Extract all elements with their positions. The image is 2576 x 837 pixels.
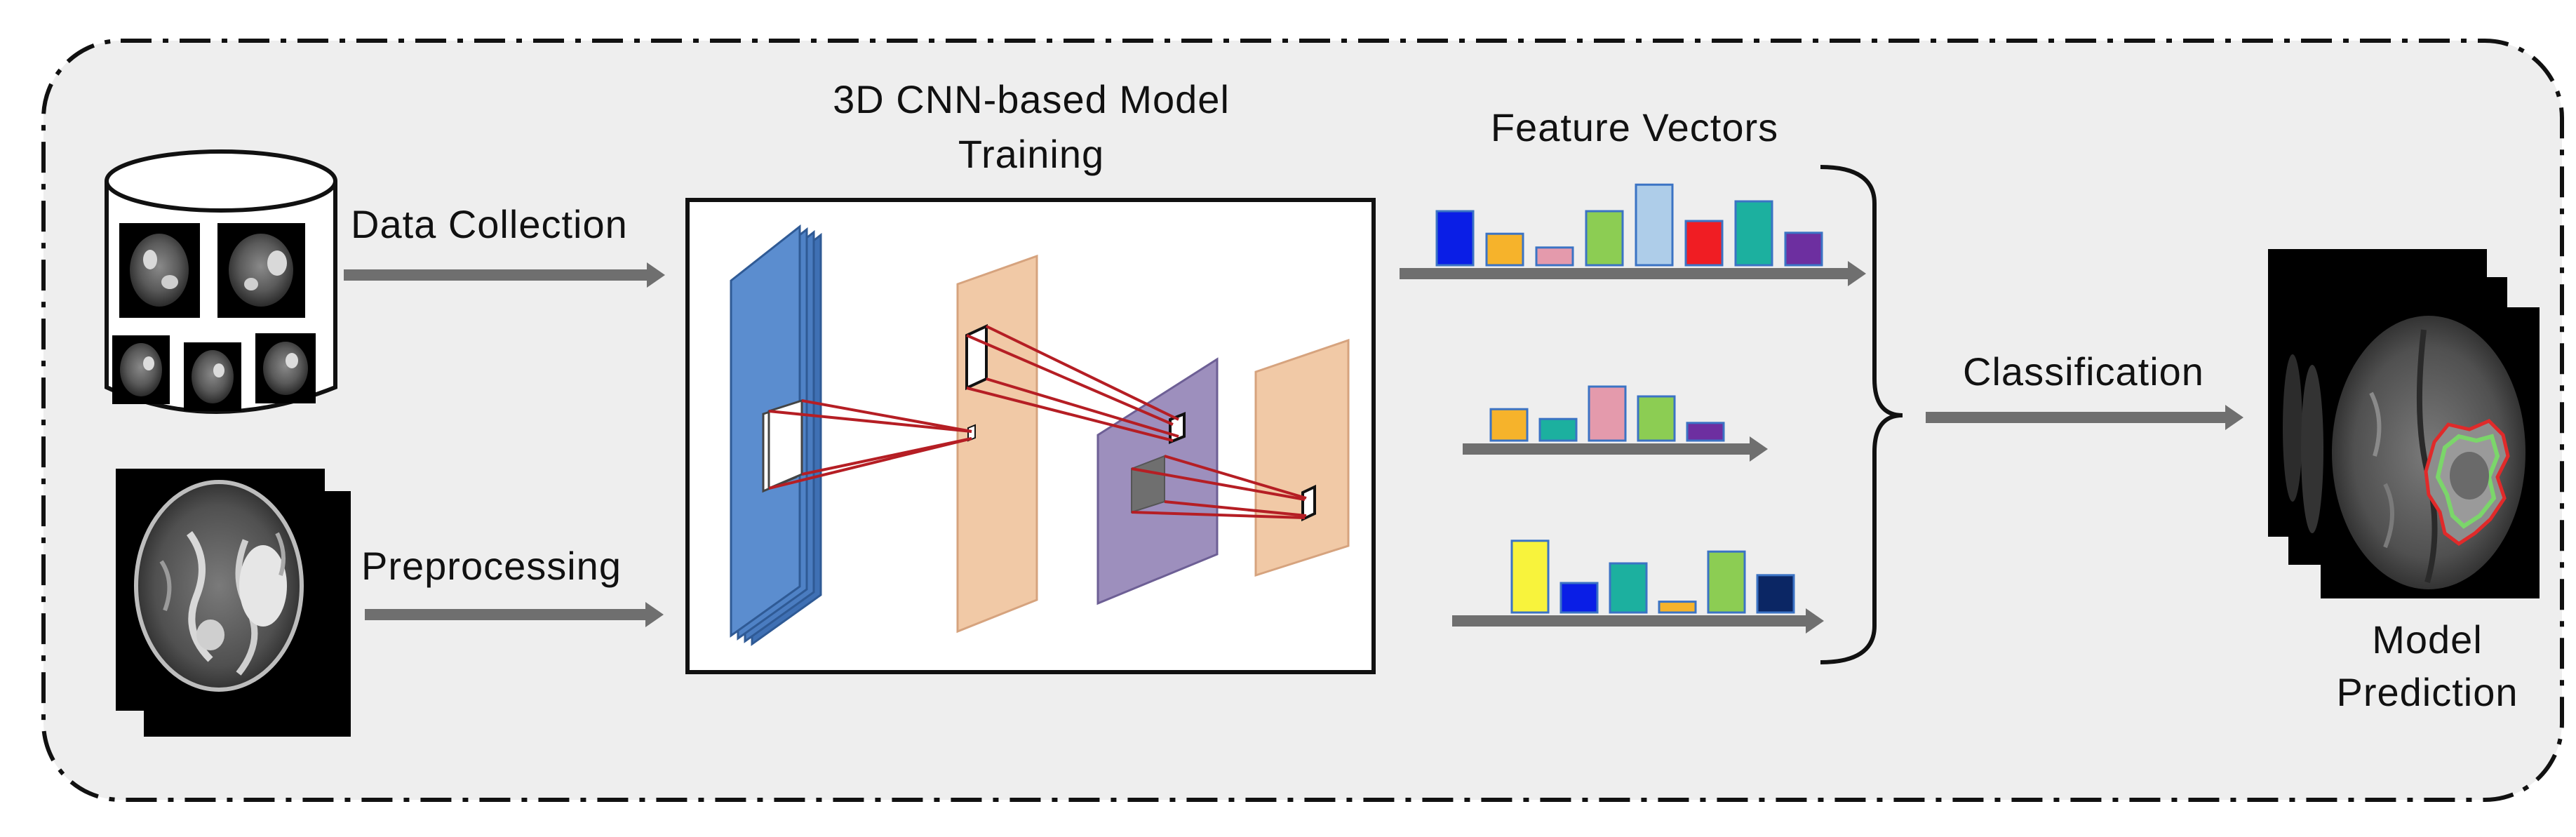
mri-thumbnail (112, 335, 170, 404)
cnn-feature-map-1 (956, 254, 1038, 634)
kernel-lines (768, 325, 1307, 519)
prediction-mri-icon (2268, 249, 2540, 598)
cnn-title-line-1: 3D CNN-based Model (833, 77, 1230, 121)
feature-bar (1435, 210, 1475, 267)
cnn-model-box (685, 198, 1376, 674)
grouping-brace (1820, 165, 1903, 664)
arrow-data-collection (344, 262, 665, 288)
cnn-feature-map-3 (1254, 338, 1350, 577)
mri-thumbnail (255, 333, 316, 403)
database-cylinder-icon (105, 149, 337, 414)
preprocessing-label: Preprocessing (361, 544, 622, 588)
feature-bar (1489, 408, 1529, 442)
feature-bar (1588, 385, 1627, 442)
arrow-preprocessing (365, 602, 664, 627)
feature-bar (1707, 550, 1746, 614)
vector-arrow-head (1750, 436, 1768, 462)
feature-bar (1510, 540, 1550, 614)
feature-bar (1686, 422, 1725, 442)
feature-bar (1609, 562, 1648, 614)
prediction-line-1: Model (2372, 617, 2483, 662)
arrow-classification (1926, 405, 2243, 430)
mri-thumbnail (184, 342, 241, 411)
feature-vectors (1400, 183, 1866, 634)
data-collection-label: Data Collection (351, 202, 628, 246)
cnn-title-line-2: Training (958, 132, 1105, 176)
vector-arrow-head (1848, 261, 1866, 286)
feature-bar (1756, 574, 1795, 614)
feature-bar (1658, 601, 1697, 614)
brain-mri-icon (116, 469, 351, 737)
tumor-segmentation (2424, 419, 2510, 547)
mri-thumbnail (217, 223, 305, 318)
feature-bar (1635, 183, 1674, 267)
feature-bar (1535, 246, 1574, 267)
mri-thumbnail (119, 223, 200, 318)
feature-vector-1 (1400, 183, 1866, 286)
feature-bar (1538, 417, 1578, 442)
feature-vectors-label: Feature Vectors (1490, 105, 1779, 149)
feature-bar (1585, 210, 1624, 267)
feature-bar (1485, 232, 1524, 267)
feature-vector-2 (1463, 385, 1768, 462)
feature-bar (1559, 582, 1599, 614)
classification-label: Classification (1963, 349, 2204, 394)
cnn-input-volume (730, 224, 822, 646)
feature-bar (1784, 232, 1823, 267)
vector-arrow-head (1806, 608, 1824, 634)
feature-bar (1684, 220, 1724, 267)
feature-vector-3 (1452, 540, 1824, 634)
prediction-line-2: Prediction (2336, 670, 2518, 714)
feature-bar (1734, 200, 1773, 267)
feature-bar (1637, 395, 1676, 442)
